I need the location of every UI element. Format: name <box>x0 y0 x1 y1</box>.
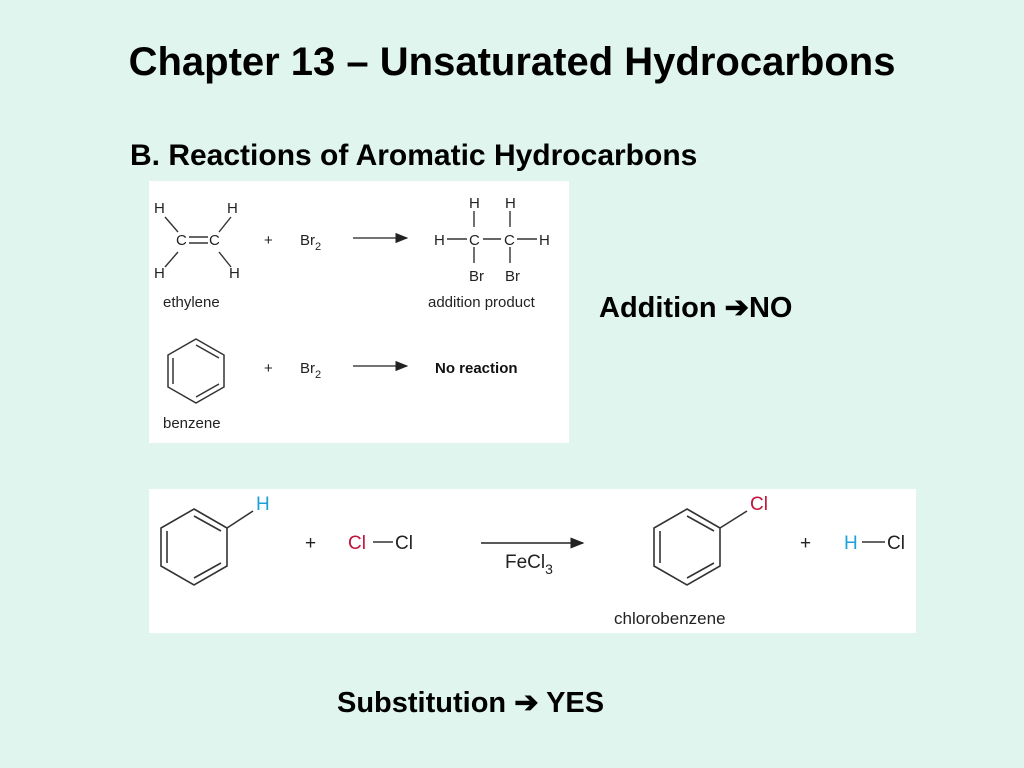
benzene-structure: benzene <box>163 338 225 432</box>
addition-reaction-figure: H H C C H H ethylene + Br2 H H H C <box>149 181 569 443</box>
atom-h: H <box>505 195 516 212</box>
atom-c: C <box>176 232 187 249</box>
benzene-structure: H <box>160 494 270 586</box>
atom-h: H <box>434 232 445 249</box>
chlorine-molecule: Cl Cl <box>348 533 413 554</box>
arrow-right-icon: ➔ <box>514 687 539 719</box>
addition-result: Addition ➔NO <box>599 292 793 324</box>
atom-br: Br <box>505 268 520 285</box>
plus-sign: + <box>305 533 316 554</box>
atom-c: C <box>469 232 480 249</box>
slide-title: Chapter 13 – Unsaturated Hydrocarbons <box>128 40 896 84</box>
slide-subtitle: B. Reactions of Aromatic Hydrocarbons <box>130 139 698 172</box>
atom-br: Br <box>469 268 484 285</box>
addition-product-structure: H H H C C H Br Br addition product <box>428 195 550 311</box>
atom-c: C <box>504 232 515 249</box>
plus-sign: + <box>264 360 273 377</box>
atom-h-highlight: H <box>256 494 270 515</box>
arrow-right-icon: ➔ <box>724 292 749 324</box>
substitution-reaction-figure: H + Cl Cl FeCl3 Cl chlorobenzene + H Cl <box>149 489 916 633</box>
chlorobenzene-label: chlorobenzene <box>614 609 726 628</box>
atom-h: H <box>229 265 240 282</box>
atom-cl: Cl <box>395 533 413 554</box>
ethylene-label: ethylene <box>163 294 220 311</box>
atom-h: H <box>154 265 165 282</box>
atom-cl: Cl <box>887 533 905 554</box>
benzene-label: benzene <box>163 415 221 432</box>
bromine-reagent: Br2 <box>300 360 321 381</box>
plus-sign: + <box>800 533 811 554</box>
bromine-reagent: Br2 <box>300 232 321 253</box>
ethylene-structure: H H C C H H ethylene <box>154 200 240 311</box>
hydrogen-chloride-molecule: H Cl <box>844 533 905 554</box>
atom-cl-highlight: Cl <box>348 533 366 554</box>
catalyst-label: FeCl3 <box>505 552 553 577</box>
substitution-result: Substitution ➔ YES <box>337 687 605 719</box>
chlorobenzene-structure: Cl chlorobenzene <box>614 494 768 628</box>
atom-h: H <box>469 195 480 212</box>
atom-h-highlight: H <box>844 533 858 554</box>
atom-h: H <box>539 232 550 249</box>
addition-product-label: addition product <box>428 294 536 311</box>
no-reaction-label: No reaction <box>435 360 518 377</box>
atom-c: C <box>209 232 220 249</box>
atom-h: H <box>154 200 165 217</box>
plus-sign: + <box>264 232 273 249</box>
atom-cl-highlight: Cl <box>750 494 768 515</box>
atom-h: H <box>227 200 238 217</box>
